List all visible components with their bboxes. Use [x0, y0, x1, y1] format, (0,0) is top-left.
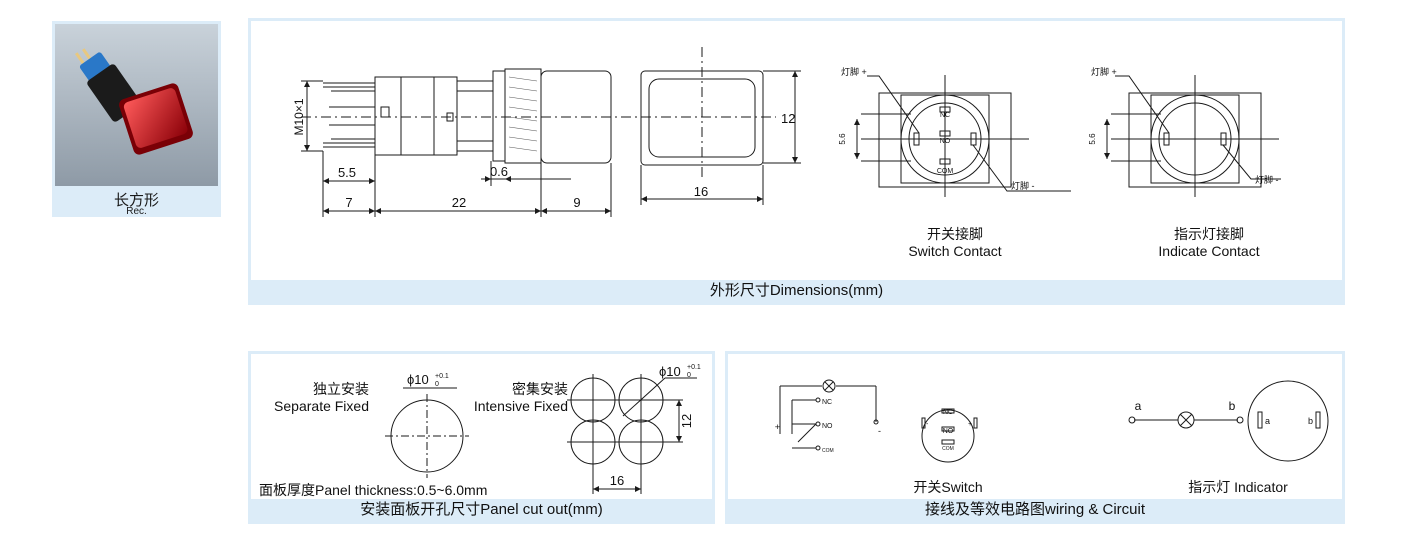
- product-card: 长方形 Rec.: [52, 21, 221, 217]
- separate-fixed-zh: 独立安装: [313, 381, 369, 397]
- switch-label: 开关Switch: [913, 479, 982, 495]
- thread-label: M10×1: [292, 98, 306, 135]
- cutout-panel: 独立安装 Separate Fixed ϕ10 +0.1 0 密集安装 Inte…: [248, 351, 715, 524]
- wiring-drawing: NC NO COM + - NC NO COM - + 开关Switch a b…: [775, 379, 1329, 495]
- wiring-panel: NC NO COM + - NC NO COM - + 开关Switch a b…: [725, 351, 1345, 524]
- intensive-phi-label: ϕ10: [659, 364, 681, 379]
- indicate-contact-title-en: Indicate Contact: [1158, 243, 1259, 259]
- switch-contact-title-en: Switch Contact: [908, 243, 1001, 259]
- switch-face-com: COM: [942, 446, 954, 452]
- dimensions-caption: 外形尺寸Dimensions(mm): [251, 280, 1342, 302]
- wiring-nc: NC: [822, 399, 832, 406]
- cutout-drawing: 独立安装 Separate Fixed ϕ10 +0.1 0 密集安装 Inte…: [259, 364, 701, 498]
- wiring-caption: 接线及等效电路图wiring & Circuit: [728, 499, 1342, 521]
- cutout-dim-16: 16: [610, 473, 624, 488]
- dim-9-label: 9: [573, 195, 580, 210]
- dim-7-label: 7: [345, 195, 352, 210]
- separate-fixed-en: Separate Fixed: [274, 398, 369, 414]
- switch-face-plus: +: [968, 421, 972, 428]
- pin-com-label: COM: [937, 168, 954, 175]
- switch-contact-title: 开关接脚: [927, 226, 983, 242]
- dim-0-6-label: 0.6: [490, 164, 508, 179]
- indicator-face-a: a: [1265, 416, 1270, 426]
- pin-nc-label: NC: [940, 112, 950, 119]
- indicator-b: b: [1229, 399, 1236, 413]
- wiring-plus: +: [775, 422, 780, 432]
- switch-dim-5-6: 5.6: [838, 133, 847, 145]
- wiring-minus: -: [878, 426, 881, 436]
- wiring-com: COM: [822, 448, 834, 454]
- switch-lamp-minus: 灯脚 -: [1011, 181, 1035, 191]
- dimensions-drawing: M10×1 12 5.5 0.6 7 22 9 16 灯脚 + 灯脚 - 5.6…: [292, 47, 1281, 259]
- separate-phi-label: ϕ10: [407, 372, 429, 387]
- cutout-caption: 安装面板开孔尺寸Panel cut out(mm): [251, 499, 712, 521]
- intensive-fixed-en: Intensive Fixed: [474, 398, 568, 414]
- separate-tol-lower: 0: [435, 381, 439, 388]
- panel-thickness: 面板厚度Panel thickness:0.5~6.0mm: [259, 482, 487, 498]
- product-name-en: Rec.: [126, 206, 147, 217]
- dim-16-label: 16: [694, 184, 708, 199]
- indicator-a: a: [1135, 399, 1142, 413]
- pin-no-label: NO: [940, 138, 951, 145]
- dim-5-5-label: 5.5: [338, 165, 356, 180]
- indicate-lamp-plus: 灯脚 +: [1091, 67, 1117, 77]
- intensive-tol-lower: 0: [687, 372, 691, 379]
- indicate-contact-title: 指示灯接脚: [1174, 226, 1244, 242]
- cutout-dim-12: 12: [679, 414, 694, 428]
- indicate-lamp-minus: 灯脚 -: [1255, 175, 1279, 185]
- intensive-tol-upper: +0.1: [687, 364, 701, 371]
- dimensions-panel: M10×1 12 5.5 0.6 7 22 9 16 灯脚 + 灯脚 - 5.6…: [248, 18, 1345, 305]
- dim-22-label: 22: [452, 195, 466, 210]
- indicator-label: 指示灯 Indicator: [1188, 479, 1288, 495]
- product-photo: [55, 24, 218, 186]
- switch-face-no: NO: [943, 428, 954, 435]
- intensive-fixed-zh: 密集安装: [512, 381, 568, 397]
- wiring-no: NO: [822, 423, 833, 430]
- dim-12-label: 12: [781, 111, 795, 126]
- indicate-dim-5-6: 5.6: [1088, 133, 1097, 145]
- indicator-face-b: b: [1308, 416, 1313, 426]
- separate-tol-upper: +0.1: [435, 373, 449, 380]
- switch-lamp-plus: 灯脚 +: [841, 67, 867, 77]
- product-name: 长方形: [113, 192, 159, 209]
- switch-face-minus: -: [926, 421, 929, 428]
- switch-face-nc: NC: [943, 409, 953, 416]
